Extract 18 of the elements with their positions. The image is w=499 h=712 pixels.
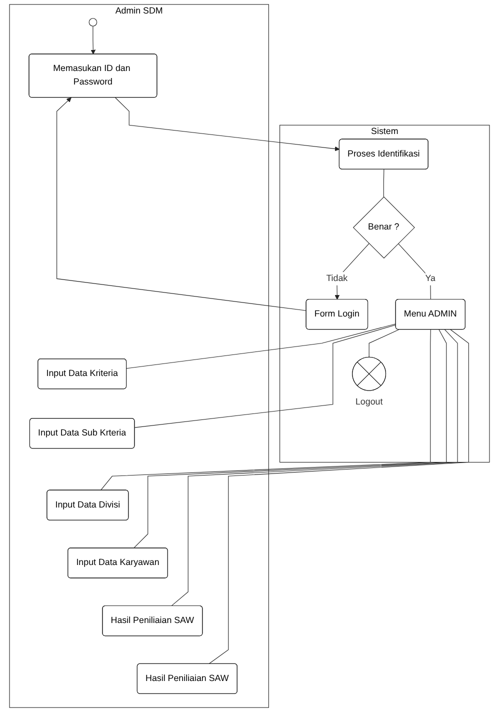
connector	[126, 324, 396, 369]
connector	[208, 329, 469, 664]
connector	[134, 324, 396, 428]
arrow	[90, 26, 96, 54]
connector	[398, 243, 431, 300]
connector	[368, 329, 400, 358]
arrow	[114, 97, 340, 152]
node-circle	[88, 18, 98, 26]
edge-label: Ya	[425, 274, 436, 284]
connector	[383, 169, 384, 198]
connector	[133, 329, 447, 548]
edge-label: Tidak	[326, 274, 348, 284]
arrow	[334, 243, 370, 300]
arrow	[56, 97, 307, 311]
connector	[170, 329, 458, 606]
node-diamond: Benar ?	[352, 196, 415, 258]
node-label: Logout	[355, 397, 383, 407]
connector	[100, 329, 431, 491]
